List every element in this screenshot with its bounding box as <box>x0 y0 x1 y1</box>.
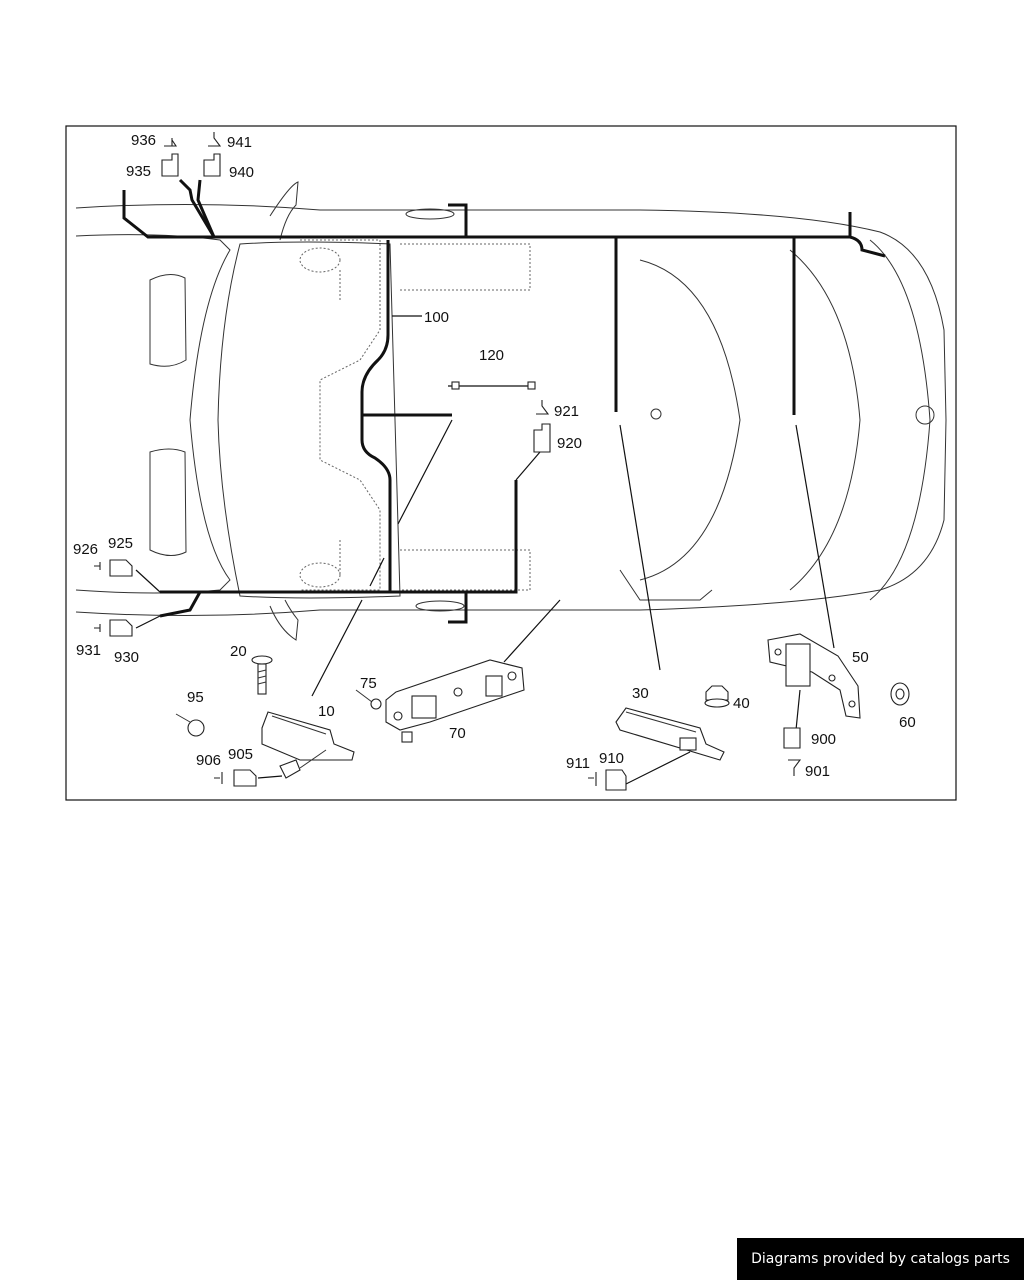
bracket-10 <box>261 711 355 779</box>
nut-95-icon <box>175 713 205 737</box>
label-906: 906 <box>196 752 221 769</box>
connector-935-icon <box>161 153 179 177</box>
label-935: 935 <box>126 163 151 180</box>
attribution-text: Diagrams provided by catalogs parts <box>751 1251 1010 1267</box>
label-910: 910 <box>599 750 624 767</box>
label-70: 70 <box>449 725 466 742</box>
attribution-banner: Diagrams provided by catalogs parts <box>737 1238 1024 1280</box>
rivet-75-icon <box>355 689 382 710</box>
label-95: 95 <box>187 689 204 706</box>
label-940: 940 <box>229 164 254 181</box>
label-905: 905 <box>228 746 253 763</box>
label-925: 925 <box>108 535 133 552</box>
car-body-outline <box>75 181 947 641</box>
bolt-20-icon <box>251 655 273 695</box>
connector-120-right-icon <box>527 381 536 390</box>
module-50 <box>767 633 861 719</box>
connector-900-icon <box>783 727 801 749</box>
connector-925-icon <box>109 559 133 577</box>
label-100: 100 <box>424 309 449 326</box>
wiring-harness-100 <box>122 178 886 624</box>
terminal-911-icon <box>588 772 597 786</box>
part-labels: 936 941 935 940 100 120 921 920 926 925 … <box>73 132 916 780</box>
label-926: 926 <box>73 541 98 558</box>
connector-910-icon <box>605 769 627 791</box>
terminal-931-icon <box>94 624 101 632</box>
terminal-936-icon <box>164 138 178 147</box>
grommet-60-icon <box>890 682 910 706</box>
clip-40-icon <box>704 685 730 708</box>
label-10: 10 <box>318 703 335 720</box>
connector-940-icon <box>203 153 221 177</box>
label-20: 20 <box>230 643 247 660</box>
label-30: 30 <box>632 685 649 702</box>
label-920: 920 <box>557 435 582 452</box>
label-921: 921 <box>554 403 579 420</box>
terminal-921-icon <box>536 400 550 415</box>
terminal-926-icon <box>94 562 101 570</box>
label-941: 941 <box>227 134 252 151</box>
module-70 <box>385 659 525 743</box>
terminal-906-icon <box>214 772 223 784</box>
label-75: 75 <box>360 675 377 692</box>
connector-920-icon <box>533 423 551 453</box>
terminal-901-icon <box>788 759 802 776</box>
label-60: 60 <box>899 714 916 731</box>
leader-lines <box>135 315 835 785</box>
bracket-30 <box>615 707 725 761</box>
connector-930-icon <box>109 619 133 637</box>
label-930: 930 <box>114 649 139 666</box>
label-936: 936 <box>131 132 156 149</box>
label-931: 931 <box>76 642 101 659</box>
label-900: 900 <box>811 731 836 748</box>
floor-structure <box>299 239 531 591</box>
connector-shapes <box>94 132 910 791</box>
label-901: 901 <box>805 763 830 780</box>
terminal-941-icon <box>208 132 222 147</box>
connector-905-icon <box>233 769 257 787</box>
label-50: 50 <box>852 649 869 666</box>
label-911: 911 <box>566 755 590 772</box>
diagram-frame <box>65 125 957 801</box>
connector-120-left-icon <box>451 381 460 390</box>
label-40: 40 <box>733 695 750 712</box>
label-120: 120 <box>479 347 504 364</box>
